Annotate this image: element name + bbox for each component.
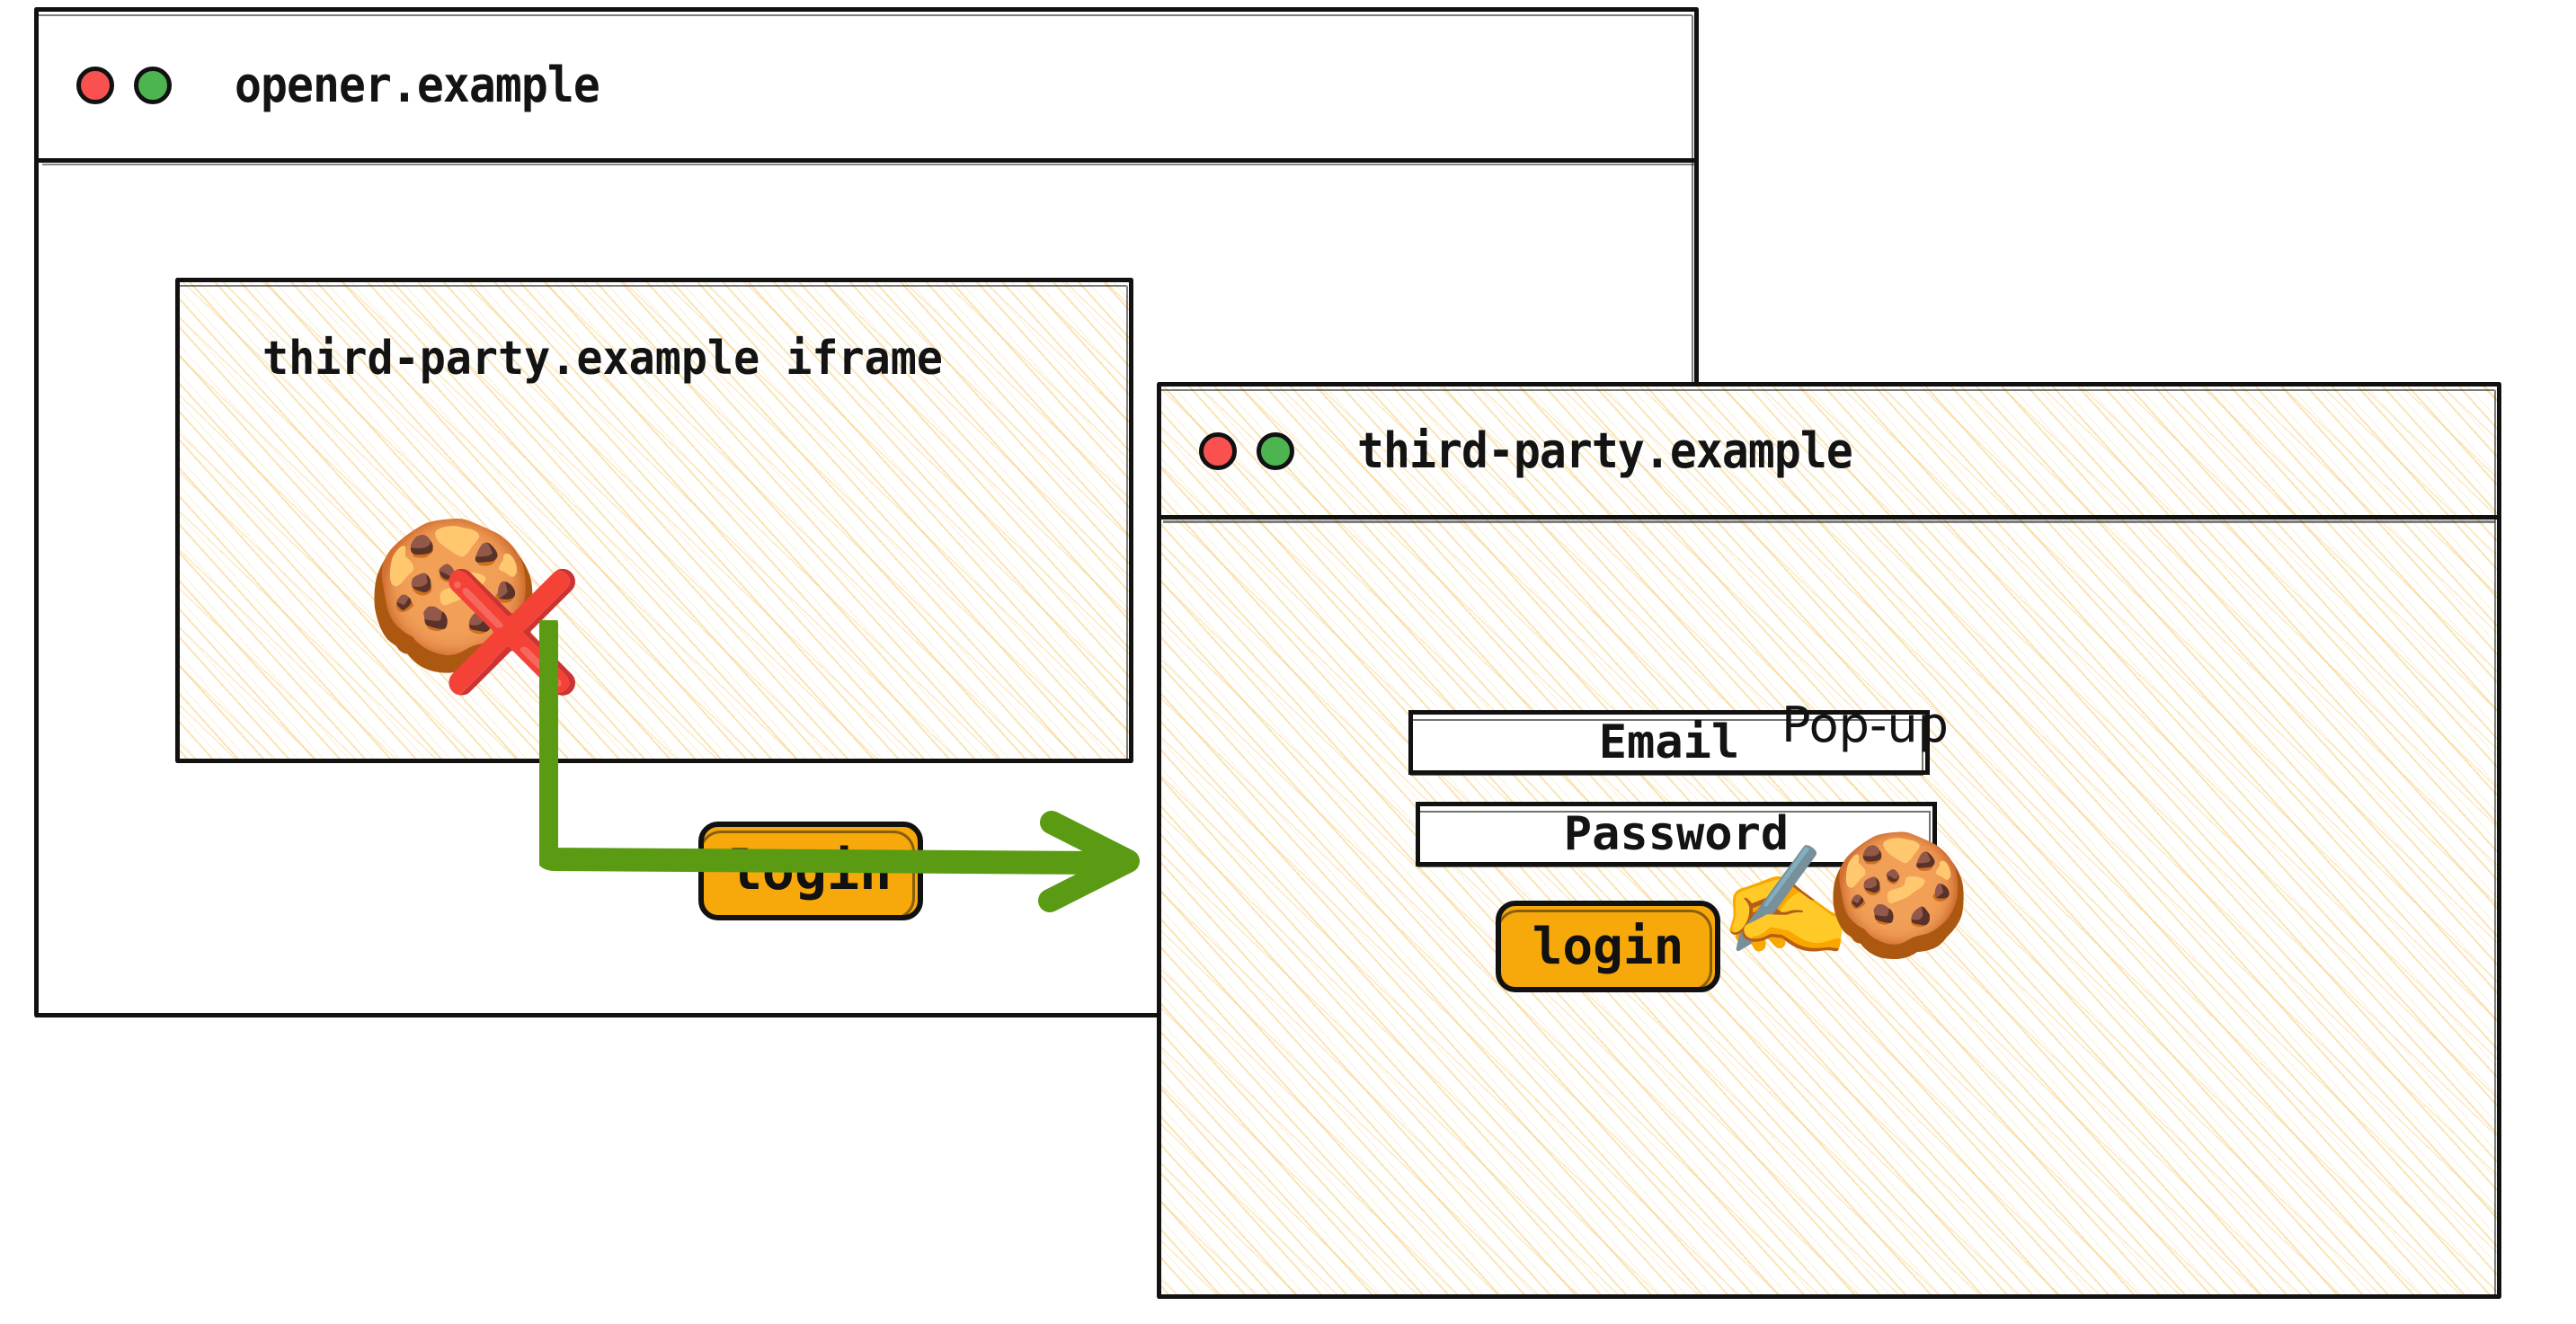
third-party-iframe: third-party.example iframe 🍪 ❌ login xyxy=(175,278,1133,920)
signin-cookie-group: ✍️ 🍪 xyxy=(1719,836,2006,962)
opener-window-titlebar: opener.example xyxy=(39,12,1696,165)
iframe-title: third-party.example iframe xyxy=(262,332,944,386)
email-field[interactable]: Email xyxy=(1408,710,1930,776)
iframe-login-button[interactable]: login xyxy=(698,822,923,920)
opener-window-title: opener.example xyxy=(235,57,600,113)
popup-window: third-party.example Email Password login… xyxy=(1157,382,2501,1299)
red-x-icon: ❌ xyxy=(440,565,584,699)
popup-login-button[interactable]: login xyxy=(1496,901,1720,992)
cookie-icon: 🍪 xyxy=(364,511,544,679)
popup-annotation-label: Pop-up xyxy=(1781,697,1949,753)
maximize-dot-icon[interactable] xyxy=(1257,431,1294,470)
popup-window-title: third-party.example xyxy=(1357,422,1853,479)
cookie-icon: 🍪 xyxy=(1825,826,1973,964)
writing-hand-icon: ✍️ xyxy=(1719,840,1853,964)
close-dot-icon[interactable] xyxy=(76,66,114,104)
maximize-dot-icon[interactable] xyxy=(134,66,172,104)
popup-titlebar-dots xyxy=(1199,431,1294,470)
password-field-label: Password xyxy=(1563,807,1790,861)
blocked-cookie-group: 🍪 ❌ xyxy=(364,511,583,694)
opener-titlebar-dots xyxy=(76,66,172,104)
email-field-label: Email xyxy=(1598,715,1740,769)
popup-window-titlebar: third-party.example xyxy=(1161,387,2497,523)
close-dot-icon[interactable] xyxy=(1199,431,1237,470)
iframe-login-button-label: login xyxy=(729,840,893,902)
popup-login-button-label: login xyxy=(1532,917,1684,976)
